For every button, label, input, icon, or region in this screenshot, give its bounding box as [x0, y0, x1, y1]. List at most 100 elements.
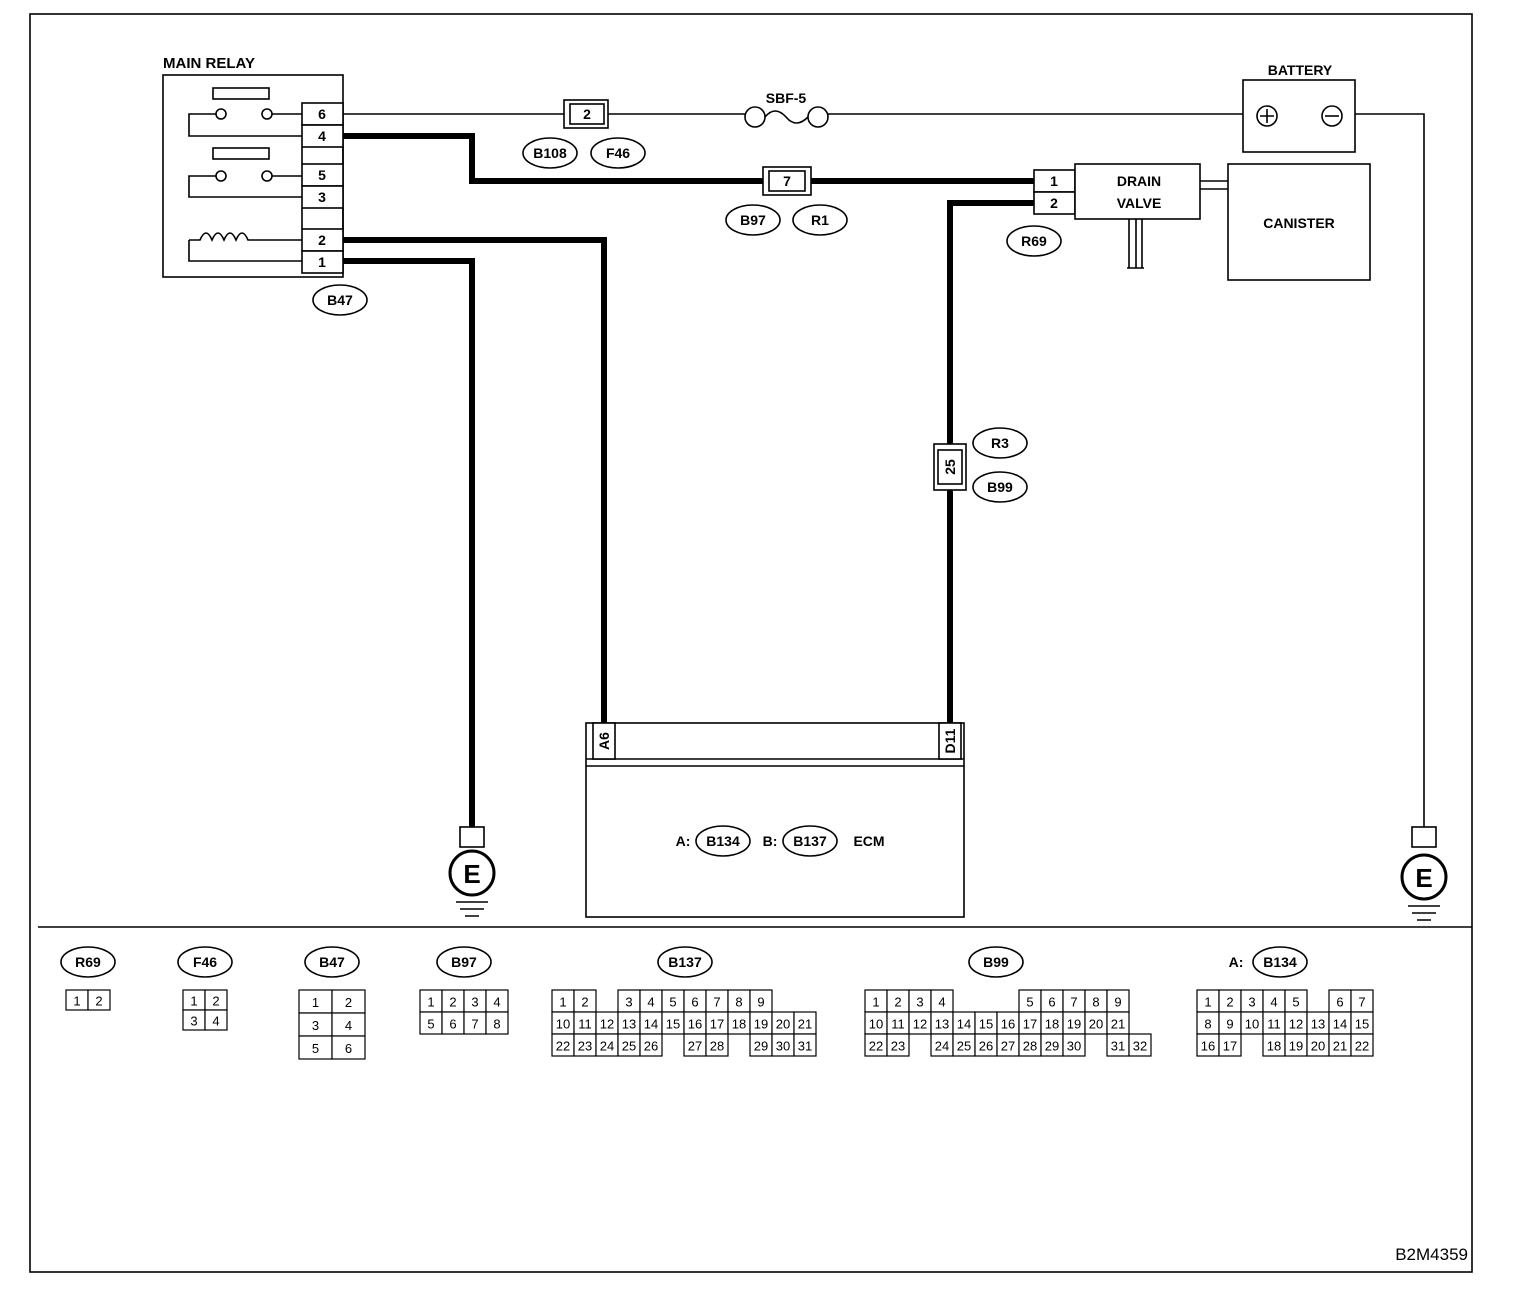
- legend-b97-pin-1: 1: [427, 995, 434, 1010]
- legend-b97-pin-6: 6: [449, 1017, 456, 1032]
- legend-b137-cell: [705, 1033, 729, 1057]
- legend-b99-pin-1: 1: [872, 995, 879, 1010]
- legend-b134-pin-19: 19: [1289, 1039, 1303, 1054]
- valve-canister-pipe: [1200, 180, 1228, 190]
- legend-b137-pin-27: 27: [688, 1039, 702, 1054]
- legend-b47-cell: [331, 1035, 366, 1060]
- legend-b134-pin-18: 18: [1267, 1039, 1281, 1054]
- legend-b134-pin-11: 11: [1267, 1017, 1281, 1032]
- legend-b134-pin-7: 7: [1358, 995, 1365, 1010]
- legend-f46-pin-4: 4: [212, 1014, 219, 1029]
- svg-text:2: 2: [583, 106, 591, 122]
- legend-b134-pin-1: 1: [1204, 995, 1211, 1010]
- legend-b137-pin-15: 15: [666, 1017, 680, 1032]
- drain-valve-pin-2: 2: [1050, 195, 1058, 211]
- legend-b134-pin-14: 14: [1333, 1017, 1347, 1032]
- diagram-frame: [29, 13, 1473, 1273]
- ground-right: E: [1400, 826, 1448, 921]
- relay-pin-6: 6: [318, 106, 326, 122]
- legend-b137-pin-10: 10: [556, 1017, 570, 1032]
- legend-b137-pin-5: 5: [669, 995, 676, 1010]
- relay-switch-bar-2: [212, 147, 270, 160]
- drain-valve-pin-1: 1: [1050, 173, 1058, 189]
- ecm-pin-a6-box: [592, 722, 616, 760]
- legend-b137-pin-25: 25: [622, 1039, 636, 1054]
- ecm-pin-d11: D11: [942, 728, 958, 753]
- relay-pin-block: 6 4 5 3 2 1: [301, 102, 344, 274]
- legend-r69-title: R69: [75, 954, 101, 970]
- svg-text:B:: B:: [763, 833, 778, 849]
- id-b47: B47: [327, 292, 353, 308]
- legend-b99-pin-6: 6: [1048, 995, 1055, 1010]
- legend-b47-pin-3: 3: [312, 1018, 319, 1033]
- legend-b137-pin-26: 26: [644, 1039, 658, 1054]
- legend-b137-pin-21: 21: [798, 1017, 812, 1032]
- id-r1: R1: [811, 212, 829, 228]
- sbf-5-fuse: SBF-5: [744, 90, 829, 128]
- relay-contact: [215, 108, 227, 120]
- legend-b47-pin-4: 4: [345, 1018, 352, 1033]
- legend-b137-id-ellipse: [657, 946, 713, 978]
- legend-b99-pin-22: 22: [869, 1039, 883, 1054]
- legend-b137-pin-22: 22: [556, 1039, 570, 1054]
- legend-b97-pin-5: 5: [427, 1017, 434, 1032]
- legend-b97-title: B97: [451, 954, 477, 970]
- legend-b99-title: B99: [983, 954, 1009, 970]
- legend-b137-pin-16: 16: [688, 1017, 702, 1032]
- ecm-pin-a6: A6: [596, 732, 612, 750]
- legend-b137-pin-28: 28: [710, 1039, 724, 1054]
- canister-label: CANISTER: [1263, 215, 1335, 231]
- legend-b137-pin-17: 17: [710, 1017, 724, 1032]
- legend-b137-pin-9: 9: [757, 995, 764, 1010]
- legend-r69-pin-2: 2: [95, 994, 102, 1009]
- legend-b99-pin-7: 7: [1070, 995, 1077, 1010]
- legend-b137-pin-8: 8: [735, 995, 742, 1010]
- legend-b99-pin-18: 18: [1045, 1017, 1059, 1032]
- legend-b137-pin-12: 12: [600, 1017, 614, 1032]
- legend-b47-pin-1: 1: [312, 995, 319, 1010]
- wires: [343, 113, 1425, 827]
- relay-contact: [261, 108, 273, 120]
- legend-r69-pin-1: 1: [73, 994, 80, 1009]
- legend-b99-cell: [1062, 1033, 1086, 1057]
- legend-b97-pin-8: 8: [493, 1017, 500, 1032]
- legend-b99-cell: [886, 1033, 910, 1057]
- legend-b99-pin-31: 31: [1111, 1039, 1125, 1054]
- legend-b137-pin-20: 20: [776, 1017, 790, 1032]
- legend-b99-pin-17: 17: [1023, 1017, 1037, 1032]
- main-relay-label: MAIN RELAY: [163, 55, 255, 72]
- id-b97: B97: [740, 212, 766, 228]
- legend-b134-pin-21: 21: [1333, 1039, 1347, 1054]
- legend-b47-pin-2: 2: [345, 995, 352, 1010]
- legend-b99-pin-13: 13: [935, 1017, 949, 1032]
- legend-b99-pin-5: 5: [1026, 995, 1033, 1010]
- legend-b137-pin-19: 19: [754, 1017, 768, 1032]
- legend-b134-prefix: A:: [1229, 954, 1244, 970]
- id-r3: R3: [991, 435, 1009, 451]
- relay-pin-2: 2: [318, 232, 326, 248]
- legend-b137-pin-30: 30: [776, 1039, 790, 1054]
- legend-b137-pin-2: 2: [581, 995, 588, 1010]
- legend-b134-cell: [1218, 1033, 1242, 1057]
- figure-id: B2M4359: [1395, 1245, 1468, 1264]
- relay-pin-1: 1: [318, 254, 326, 270]
- legend-b137-title: B137: [668, 954, 702, 970]
- connector-b97-r1: 7: [762, 166, 812, 196]
- legend-f46-cell: [204, 1009, 228, 1031]
- svg-text:7: 7: [783, 173, 791, 189]
- connector-b108-f46: 2: [563, 99, 609, 129]
- legend-b97-id-ellipse: [436, 946, 492, 978]
- legend-b137-pin-7: 7: [713, 995, 720, 1010]
- svg-text:E: E: [463, 859, 480, 889]
- legend-b137-pin-11: 11: [578, 1017, 592, 1032]
- drain-valve-label-2: VALVE: [1117, 195, 1162, 211]
- id-f46: F46: [606, 145, 630, 161]
- relay-switch-bar-1: [212, 87, 270, 100]
- legend-b99-pin-19: 19: [1067, 1017, 1081, 1032]
- legend-b134-pin-20: 20: [1311, 1039, 1325, 1054]
- id-b108: B108: [533, 145, 567, 161]
- legend-b47-title: B47: [319, 954, 345, 970]
- ecm-label: ECM: [853, 833, 884, 849]
- legend-r69-id-ellipse: [60, 946, 116, 978]
